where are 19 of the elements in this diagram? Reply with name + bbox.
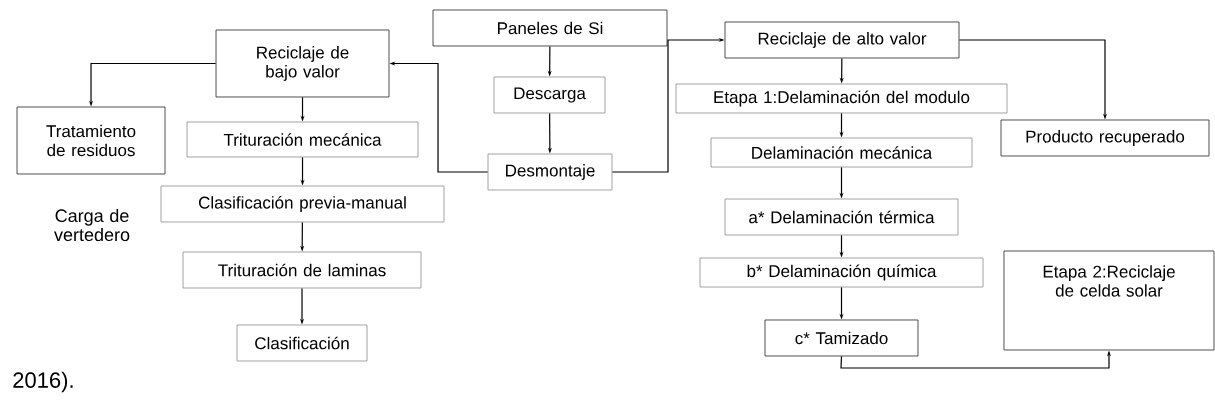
process-box: Tratamiento de residuos: [16, 106, 166, 175]
process-box: Descarga: [493, 76, 606, 114]
process-box: b* Delaminación química: [699, 257, 984, 288]
process-box: Etapa 1:Delaminación del modulo: [675, 83, 1008, 114]
process-box: Desmontaje: [487, 153, 613, 191]
citation-text: 2016).: [13, 371, 73, 393]
process-box: c* Tamizado: [764, 319, 919, 357]
process-box: Reciclaje de bajo valor: [215, 29, 390, 98]
process-box: a* Delaminación térmica: [724, 198, 959, 236]
note-text: Carga de vertedero: [54, 208, 130, 242]
process-box: Delaminación mecánica: [710, 137, 973, 168]
process-box: Producto recuperado: [1000, 119, 1210, 157]
process-box: Trituración mecánica: [186, 121, 419, 158]
process-box: Paneles de Si: [432, 9, 668, 47]
process-box: Clasificación previa-manual: [160, 185, 445, 223]
process-box: Clasificación: [236, 324, 368, 362]
process-box: Trituración de laminas: [182, 251, 422, 289]
process-box: Reciclaje de alto valor: [724, 21, 960, 59]
process-box: Etapa 2:Reciclaje de celda solar: [1003, 250, 1215, 351]
